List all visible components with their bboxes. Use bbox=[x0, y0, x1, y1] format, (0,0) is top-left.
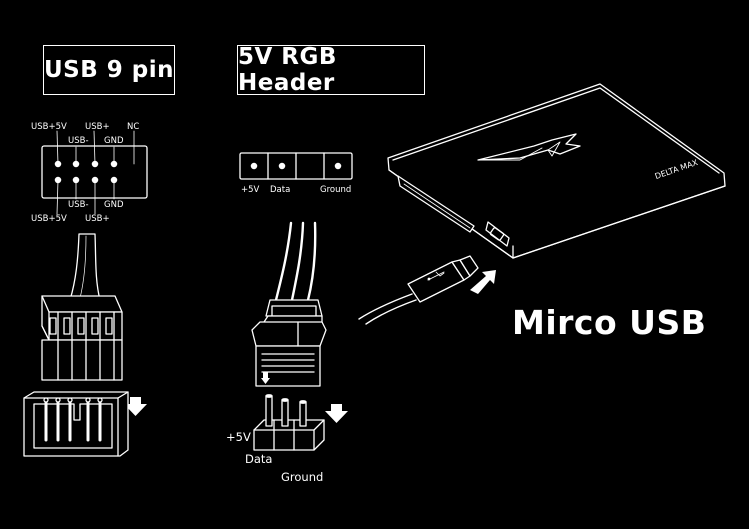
rgb-female-connector-icon bbox=[251, 299, 327, 387]
usb9-label-usb5v-top: USB+5V bbox=[31, 122, 67, 132]
rgb-down-arrow-icon bbox=[325, 404, 348, 423]
rgb-pin-label-data: Data bbox=[270, 185, 291, 195]
micro-usb-label: Mirco USB bbox=[512, 303, 707, 342]
usb9-label-usbplus-bottom: USB+ bbox=[85, 214, 110, 224]
usb9-down-arrow-icon bbox=[124, 397, 147, 416]
usb9-label-usbplus-top: USB+ bbox=[85, 122, 110, 132]
rgb-cable-icon bbox=[274, 221, 317, 302]
rgb-title: 5V RGB Header bbox=[238, 44, 337, 96]
rgb-pin-label-ground: Ground bbox=[320, 185, 352, 195]
rgb-pin-label-5v: +5V bbox=[241, 185, 260, 195]
usb9-label-gnd-bottom: GND bbox=[104, 200, 124, 210]
rgb-connector-label-ground: Ground bbox=[281, 470, 324, 484]
usb9-label-gnd-top: GND bbox=[104, 136, 124, 146]
rgb-title-box: 5V RGB Header bbox=[237, 44, 425, 96]
usb9-pin-header-icon bbox=[41, 130, 148, 215]
usb9-motherboard-header-icon bbox=[23, 391, 129, 457]
ssd-drive-icon bbox=[387, 83, 726, 259]
usb9-female-connector-icon bbox=[41, 295, 123, 381]
usb9pin-title: USB 9 pin bbox=[44, 57, 175, 83]
rgb-pin-header-icon bbox=[239, 152, 353, 180]
usb9-label-usb5v-bottom: USB+5V bbox=[31, 214, 67, 224]
rgb-male-header-icon bbox=[253, 394, 325, 451]
micro-usb-cable-icon bbox=[358, 255, 479, 325]
usb9-cable-icon bbox=[69, 233, 101, 301]
usb9pin-title-box: USB 9 pin bbox=[43, 45, 175, 95]
usb9-label-nc: NC bbox=[127, 122, 140, 132]
usb9-label-usbminus-bottom: USB- bbox=[68, 200, 89, 210]
micro-usb-arrow-icon bbox=[470, 270, 496, 294]
rgb-connector-label-data: Data bbox=[245, 452, 273, 466]
rgb-connector-label-5v: +5V bbox=[226, 430, 251, 444]
usb9-label-usbminus-top: USB- bbox=[68, 136, 89, 146]
